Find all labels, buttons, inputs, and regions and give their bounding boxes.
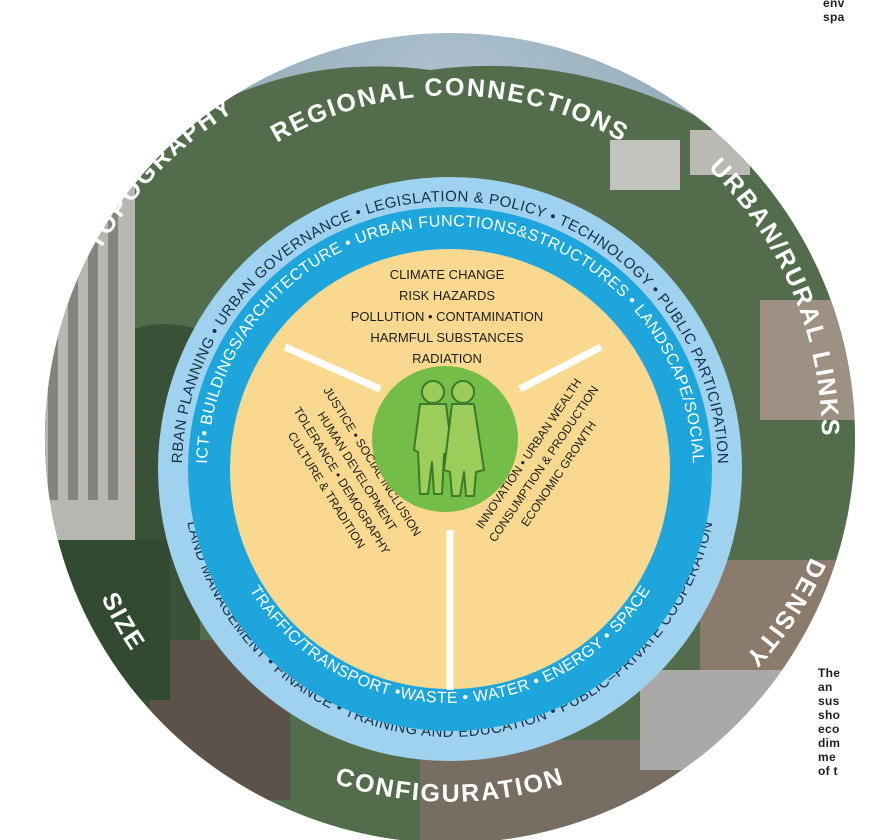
side-text-bottom-line: sus [818,694,840,708]
environment-line-3: POLLUTION • CONTAMINATION [351,309,544,324]
side-text-bottom-line: an [818,680,833,694]
environment-line-4: HARMFUL SUBSTANCES [370,330,523,345]
side-text-bottom-line: The [818,666,841,680]
side-text-bottom-line: me [818,750,836,764]
environment-line-5: RADIATION [412,351,482,366]
core-dividers [283,343,603,690]
people-icon [413,380,485,497]
side-text-bottom-line: of t [818,764,838,778]
side-text-top-line: spa [823,10,845,24]
environment-section: CLIMATE CHANGE RISK HAZARDS POLLUTION • … [351,267,544,366]
environment-line-2: RISK HAZARDS [399,288,495,303]
side-text-bottom-line: dim [818,736,841,750]
side-text-top-line: env [823,0,845,10]
side-text-top: env spa [823,0,879,24]
side-text-bottom-line: sho [818,708,841,722]
side-text-bottom-line: eco [818,722,840,736]
side-text-bottom: The an sus sho eco dim me of t [818,666,879,778]
environment-line-1: CLIMATE CHANGE [390,267,505,282]
